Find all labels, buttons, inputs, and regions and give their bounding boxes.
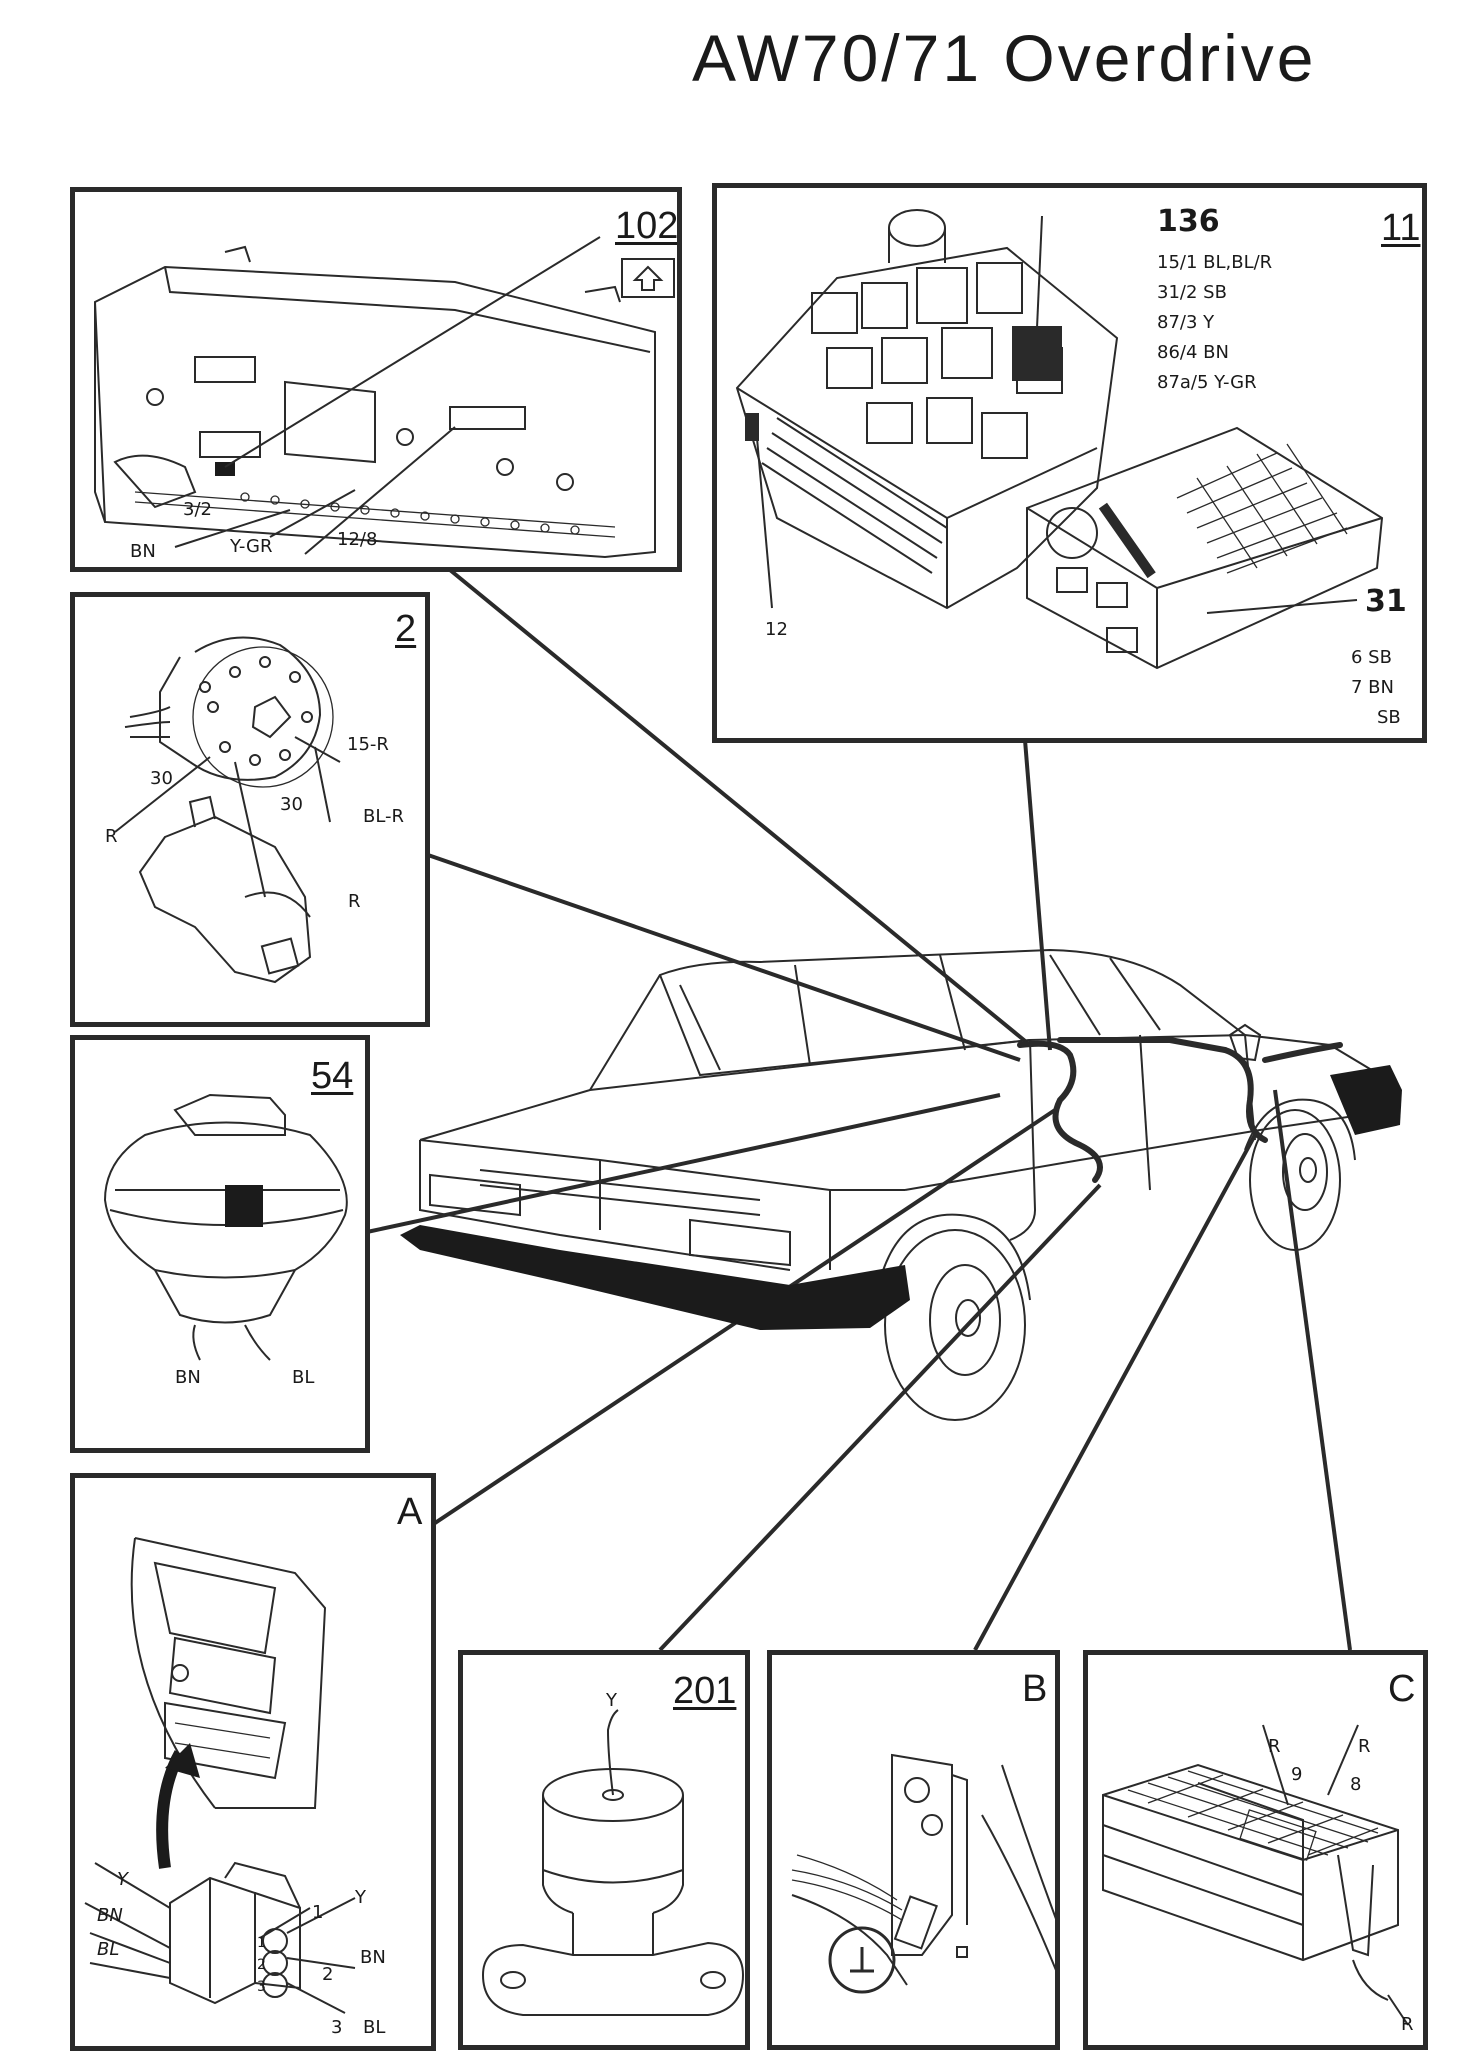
label-15-r: 15-R [347, 734, 389, 755]
label-pin-3: 3 [331, 2017, 343, 2038]
label-y: Y [606, 1690, 617, 1711]
relay-pin-87a-5: 87a/5 Y-GR [1157, 372, 1257, 393]
relay-pin-31-2: 31/2 SB [1157, 282, 1227, 303]
label-30-b: 30 [280, 794, 303, 815]
gear-selector-drawing [103, 1093, 348, 1361]
label-30-a: 30 [150, 768, 173, 789]
label-bn: BN [175, 1367, 201, 1388]
label-r-b: R [348, 891, 361, 912]
connector-pin-3: 3 [257, 1979, 266, 1995]
label-bl: BL [292, 1367, 315, 1388]
label-r-left: R [1268, 1736, 1281, 1757]
label-bl-r: BL-R [363, 806, 405, 827]
label-r-a: R [105, 826, 118, 847]
ground-pin-7-bn: 7 BN [1351, 677, 1394, 698]
instrument-cluster-drawing [93, 236, 675, 559]
panel-number-11: 11 [1381, 207, 1421, 249]
page-title: AW70/71 Overdrive [692, 21, 1317, 95]
label-bn-right: BN [360, 1947, 386, 1968]
relay-pin-87-3: 87/3 Y [1157, 312, 1215, 333]
panel-connector-a: A Y BN BL Y 1 BN 2 3 BL 1 2 3 [70, 1473, 436, 2051]
panel-letter-a: A [397, 1491, 423, 1533]
relay-pin-86-4: 86/4 BN [1157, 342, 1229, 363]
ground-point-b-drawing [791, 1753, 1055, 1994]
fuse-label-12: 12 [765, 619, 788, 640]
relay-pin-15-1: 15/1 BL,BL/R [1157, 252, 1273, 273]
label-bn: BN [130, 541, 156, 562]
panel-connector-c: C R R 9 8 R [1083, 1650, 1428, 2050]
panel-number-201: 201 [673, 1670, 737, 1712]
panel-letter-c: C [1388, 1668, 1416, 1710]
ground-number-31: 31 [1365, 584, 1407, 619]
relay-box-drawing [735, 209, 1384, 670]
kickdown-switch-drawing [481, 1709, 745, 2016]
connector-pin-1: 1 [257, 1935, 266, 1951]
connector-pin-2: 2 [257, 1957, 266, 1973]
label-r-right: R [1358, 1736, 1371, 1757]
label-r-bottom: R [1401, 2014, 1414, 2035]
panel-kickdown-switch: 201 Y [458, 1650, 750, 2050]
label-bl-left: BL [97, 1939, 120, 1960]
label-bl-right: BL [363, 2017, 386, 2038]
panel-number-102: 102 [615, 205, 679, 247]
relay-number-136: 136 [1157, 204, 1220, 239]
ground-pin-sb: SB [1377, 707, 1401, 728]
label-pin-12-8: 12/8 [337, 529, 378, 550]
connector-a-drawing [84, 1537, 356, 2014]
panel-instrument-cluster: 102 3/2 BN Y-GR 12/8 [70, 187, 682, 572]
label-y-right: Y [355, 1887, 366, 1908]
panel-ignition-switch: 2 30 R 30 R 15-R BL-R [70, 592, 430, 1027]
connector-c-drawing [1102, 1724, 1409, 2026]
label-pin-2: 2 [322, 1964, 334, 1985]
panel-relay-fuse-box: 11 136 15/1 BL,BL/R 31/2 SB 87/3 Y 86/4 … [712, 183, 1427, 743]
panel-letter-b: B [1022, 1668, 1048, 1710]
ground-pin-6-sb: 6 SB [1351, 647, 1392, 668]
label-pin-3-2: 3/2 [183, 499, 212, 520]
panel-number-54: 54 [311, 1055, 354, 1097]
label-y-left: Y [117, 1869, 128, 1890]
panel-ground-point-b: B [767, 1650, 1060, 2050]
label-pin-1: 1 [312, 1902, 324, 1923]
panel-gear-selector: 54 BN BL [70, 1035, 370, 1453]
label-y-gr: Y-GR [230, 536, 273, 557]
panel-number-2: 2 [395, 608, 417, 650]
label-pin-9: 9 [1291, 1764, 1303, 1785]
ignition-switch-drawing [114, 636, 341, 984]
label-pin-8: 8 [1350, 1774, 1362, 1795]
label-bn-left: BN [97, 1905, 123, 1926]
